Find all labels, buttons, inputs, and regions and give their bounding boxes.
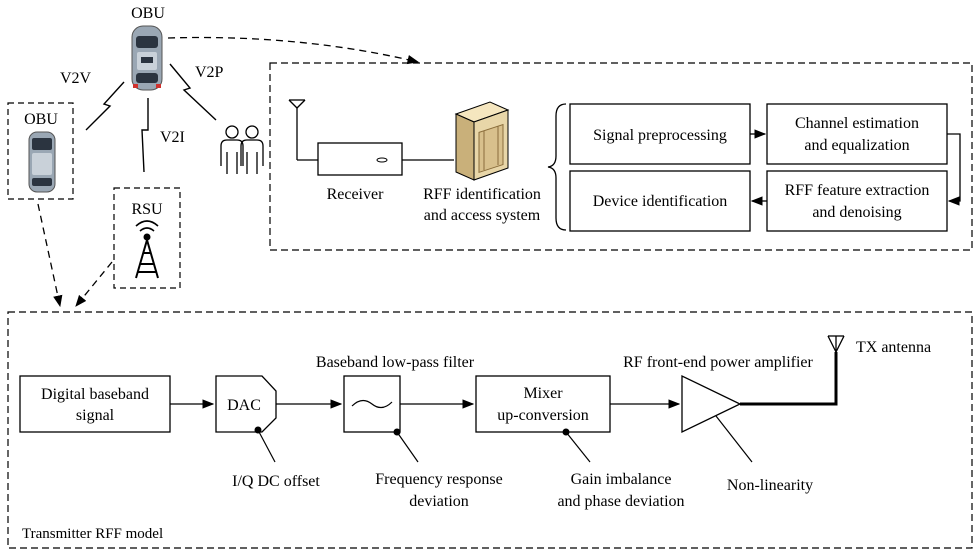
device-identification-box	[569, 170, 751, 232]
pa-to-antenna-line	[740, 352, 838, 406]
freq-resp-pointer	[396, 431, 419, 463]
obu-left-label: OBU	[24, 111, 58, 128]
digital-baseband-box	[19, 375, 171, 433]
mixer-line2: up-conversion	[497, 407, 589, 424]
power-amplifier-block	[681, 374, 742, 434]
obu-to-receiver-arrow	[167, 36, 420, 65]
rff-feature-line1: RFF feature extraction	[785, 182, 930, 199]
transmitter-model-label: Transmitter RFF model	[22, 526, 163, 542]
iq-offset-pointer	[257, 429, 276, 463]
freq-resp-dot	[393, 428, 401, 436]
v2v-link-icon	[85, 81, 125, 131]
mixer-block	[475, 375, 611, 433]
digital-baseband-line2: signal	[76, 407, 115, 424]
digital-baseband-line1: Digital baseband	[41, 386, 149, 403]
receive-antenna-icon	[288, 99, 320, 161]
gain-imb-pointer	[565, 431, 591, 463]
processing-brace	[547, 103, 567, 231]
v2p-label: V2P	[195, 64, 224, 81]
receiver-led-icon	[376, 157, 388, 163]
v2p-link-icon	[169, 63, 217, 121]
channel-estimation-box	[766, 103, 948, 165]
rsu-to-model-arrow	[75, 261, 113, 307]
pedestrians-icon	[220, 125, 264, 174]
gain-imb-dot	[562, 428, 570, 436]
signal-preprocessing-box	[569, 103, 751, 165]
iq-offset-label: I/Q DC offset	[232, 473, 320, 490]
rsu-tower-icon	[135, 220, 159, 279]
gain-imb-line2: and phase deviation	[557, 493, 684, 510]
obu-to-model-arrow	[37, 203, 63, 308]
dac-label: DAC	[227, 397, 261, 414]
lpf-wave-icon	[351, 399, 393, 409]
rff-feature-box	[766, 170, 948, 232]
receiver-device-icon	[317, 142, 403, 176]
rsu-box	[113, 187, 181, 289]
freq-resp-line1: Frequency response	[375, 471, 503, 488]
receiver-system-box	[269, 62, 973, 251]
channel-to-feature-arrow	[947, 133, 961, 206]
device-identification-label: Device identification	[593, 193, 728, 210]
channel-estimation-line1: Channel estimation	[795, 115, 919, 132]
nonlinearity-label: Non-linearity	[727, 477, 813, 494]
dac-block	[215, 375, 277, 433]
mixer-line1: Mixer	[523, 385, 563, 402]
v2v-label: V2V	[60, 70, 92, 87]
receiver-label: Receiver	[327, 186, 385, 203]
signal-preprocessing-label: Signal preprocessing	[593, 127, 727, 144]
v2i-label: V2I	[160, 129, 185, 146]
nonlinearity-pointer	[715, 415, 753, 463]
server-icon	[454, 101, 510, 181]
channel-estimation-line2: and equalization	[804, 137, 909, 154]
v2i-link-icon	[141, 98, 149, 173]
pa-label: RF front-end power amplifier	[623, 354, 813, 371]
iq-offset-dot	[254, 426, 262, 434]
tx-antenna-label: TX antenna	[856, 339, 931, 356]
tx-antenna-icon	[827, 335, 845, 353]
rff-system-line2: and access system	[424, 207, 541, 224]
rff-feature-line2: and denoising	[812, 204, 901, 221]
freq-resp-line2: deviation	[409, 493, 469, 510]
rff-system-line1: RFF identification	[423, 186, 541, 203]
obu-left-car-icon	[28, 131, 56, 193]
gain-imb-line1: Gain imbalance	[571, 471, 672, 488]
rsu-label: RSU	[131, 201, 163, 218]
obu-left-box	[7, 102, 74, 200]
obu-top-label: OBU	[131, 5, 165, 22]
obu-top-car-icon	[131, 25, 163, 91]
lpf-label: Baseband low-pass filter	[316, 354, 475, 371]
transmitter-model-box	[7, 311, 973, 549]
